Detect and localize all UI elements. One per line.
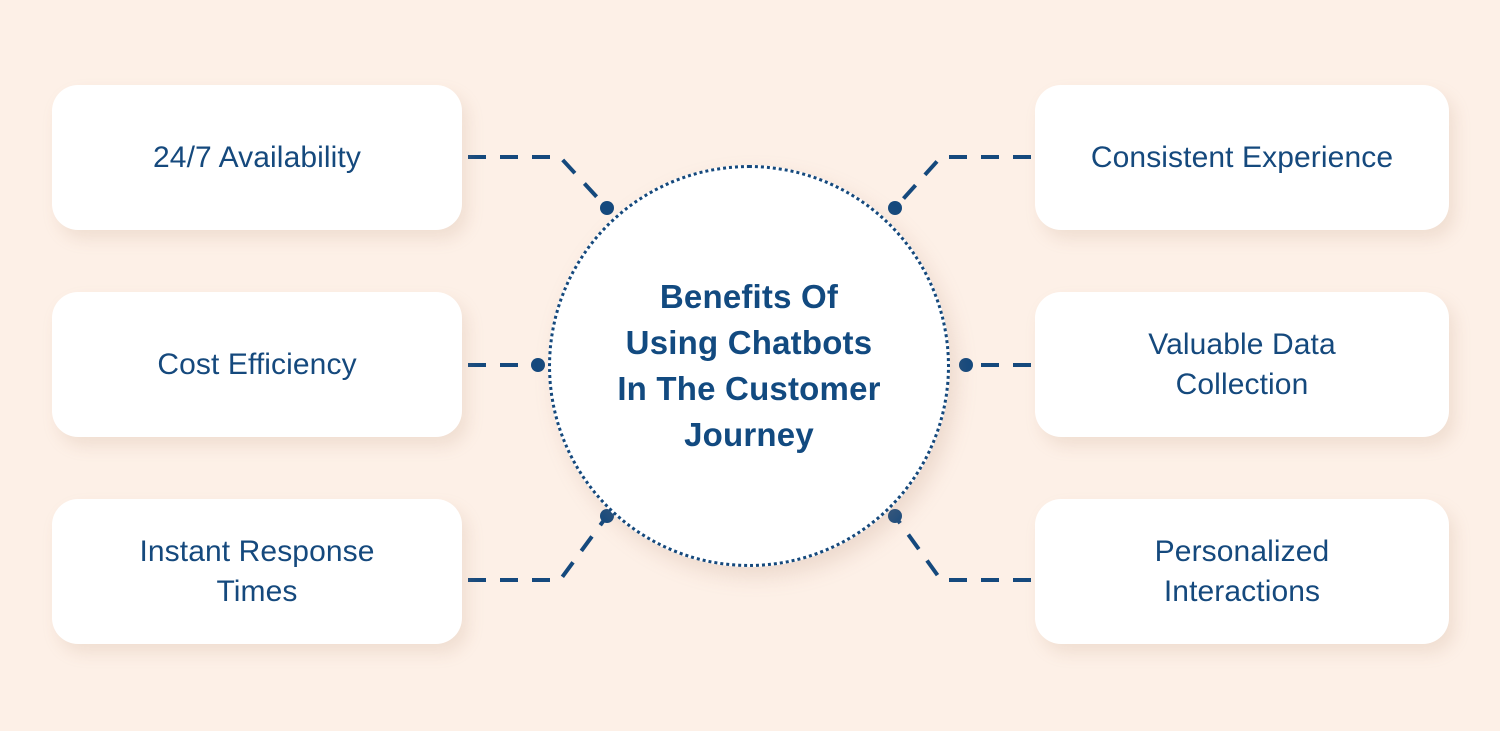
center-hub-circle: Benefits Of Using Chatbots In The Custom… bbox=[548, 165, 950, 567]
benefit-card-personalized-interactions[interactable]: Personalized Interactions bbox=[1035, 499, 1449, 644]
connector-left-3 bbox=[468, 514, 609, 582]
benefit-card-label: Consistent Experience bbox=[1090, 140, 1394, 174]
benefit-card-data-collection[interactable]: Valuable Data Collection bbox=[1035, 292, 1449, 437]
benefit-card-label: Cost Efficiency bbox=[157, 347, 357, 381]
hub-dot-right-1 bbox=[888, 201, 902, 215]
benefit-card-availability[interactable]: 24/7 Availability bbox=[52, 85, 462, 230]
center-hub-title: Benefits Of Using Chatbots In The Custom… bbox=[617, 278, 881, 453]
hub-dot-left-1 bbox=[600, 201, 614, 215]
hub-dot-right-2 bbox=[959, 358, 973, 372]
connector-left-1 bbox=[468, 155, 609, 210]
connector-right-3 bbox=[893, 514, 1031, 582]
benefit-card-consistent-experience[interactable]: Consistent Experience bbox=[1035, 85, 1449, 230]
benefit-card-cost-efficiency[interactable]: Cost Efficiency bbox=[52, 292, 462, 437]
hub-dot-right-3 bbox=[888, 509, 902, 523]
benefit-card-instant-response[interactable]: Instant Response Times bbox=[52, 499, 462, 644]
connector-right-1 bbox=[893, 155, 1031, 210]
benefit-card-label: Instant Response Times bbox=[139, 534, 375, 608]
benefit-card-label: Valuable Data Collection bbox=[1148, 327, 1336, 401]
hub-dot-left-2 bbox=[531, 358, 545, 372]
benefit-card-label: Personalized Interactions bbox=[1154, 534, 1330, 608]
benefit-card-label: 24/7 Availability bbox=[153, 140, 361, 174]
